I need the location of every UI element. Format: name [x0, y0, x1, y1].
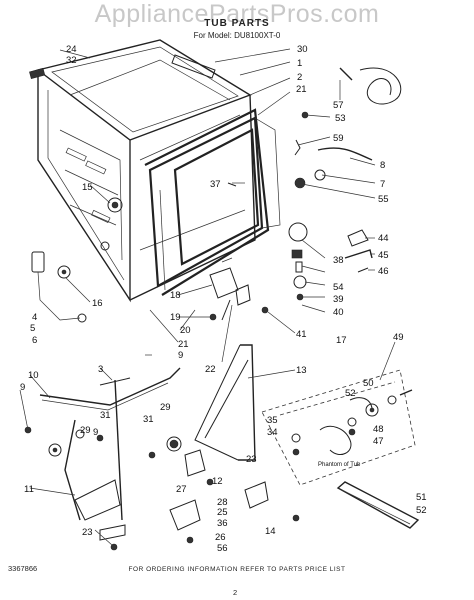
callout-21a: 21 [296, 84, 307, 95]
callout-35: 35 [267, 415, 278, 426]
callout-46: 46 [378, 266, 389, 277]
callout-57: 57 [333, 100, 344, 111]
watermark: AppliancePartsPros.com [94, 0, 380, 28]
small-parts-right [227, 111, 373, 301]
callout-15: 15 [82, 182, 93, 193]
callout-53: 53 [335, 113, 346, 124]
callout-29a: 29 [160, 402, 171, 413]
callout-32: 32 [66, 55, 77, 66]
callout-18: 18 [170, 290, 181, 301]
callout-51: 51 [416, 492, 427, 503]
callout-47: 47 [373, 436, 384, 447]
callout-7: 7 [380, 179, 385, 190]
callout-8: 8 [380, 160, 385, 171]
callout-39: 39 [333, 294, 344, 305]
callout-13: 13 [296, 365, 307, 376]
callout-9a: 9 [178, 350, 183, 361]
hinge-assembly [148, 344, 300, 544]
callout-12: 12 [212, 476, 223, 487]
callout-9b: 9 [20, 382, 25, 393]
callout-55: 55 [378, 194, 389, 205]
callout-49: 49 [393, 332, 404, 343]
callout-24: 24 [66, 44, 77, 55]
callout-16: 16 [92, 298, 103, 309]
callout-10: 10 [28, 370, 39, 381]
callout-21b: 21 [178, 339, 189, 350]
callout-11: 11 [24, 484, 34, 495]
callout-56: 56 [217, 543, 228, 554]
callout-17: 17 [336, 335, 347, 346]
tube-clip [339, 67, 353, 81]
callout-23b: 23 [82, 527, 93, 538]
callout-23a: 23 [246, 454, 257, 465]
callout-37: 37 [210, 179, 221, 190]
callout-52a: 52 [345, 388, 356, 399]
callout-26: 26 [215, 532, 226, 543]
callout-6: 6 [32, 335, 37, 346]
leader-lines [19, 48, 396, 546]
callout-9c: 9 [93, 427, 98, 438]
callout-19: 19 [170, 312, 181, 323]
callout-59: 59 [333, 133, 344, 144]
callout-31b: 31 [100, 410, 111, 421]
phantom-tub-section [261, 369, 416, 486]
ordering-note: FOR ORDERING INFORMATION REFER TO PARTS … [128, 566, 346, 573]
callout-2: 2 [297, 72, 302, 83]
callout-labels: 1 2 3 4 5 6 7 8 9 9 9 10 11 12 13 14 15 … [20, 44, 427, 554]
callout-45: 45 [378, 250, 389, 261]
callout-40: 40 [333, 307, 344, 318]
callout-1: 1 [297, 58, 302, 69]
callout-25: 25 [217, 507, 228, 518]
tub-drawing [29, 39, 256, 303]
callout-54: 54 [333, 282, 344, 293]
callout-34: 34 [267, 427, 278, 438]
callout-29b: 29 [80, 425, 91, 436]
callout-44: 44 [378, 233, 389, 244]
callout-20: 20 [180, 325, 191, 336]
diagram-subtitle: For Model: DU8100XT-0 [193, 31, 281, 40]
callout-30: 30 [297, 44, 308, 55]
callout-31a: 31 [143, 414, 154, 425]
callout-3: 3 [98, 364, 103, 375]
lower-rail [336, 481, 420, 529]
callout-36: 36 [217, 518, 228, 529]
callout-50: 50 [363, 378, 374, 389]
document-number: 3367866 [8, 564, 38, 573]
callout-14: 14 [265, 526, 276, 537]
callout-48: 48 [373, 424, 384, 435]
callout-22: 22 [205, 364, 216, 375]
page-number: 2 [233, 588, 238, 597]
diagram-title: TUB PARTS [204, 18, 270, 29]
small-parts-left [31, 251, 87, 323]
gasket-frame [144, 108, 281, 296]
center-parts [209, 257, 269, 321]
hose [317, 147, 373, 161]
callout-41: 41 [296, 329, 307, 340]
callout-4: 4 [32, 312, 37, 323]
left-linkage [24, 367, 181, 551]
callout-28: 28 [217, 497, 228, 508]
callout-27: 27 [176, 484, 187, 495]
callout-52b: 52 [416, 505, 427, 516]
phantom-label: Phantom of Tub [318, 462, 361, 468]
callout-38: 38 [333, 255, 344, 266]
callout-5: 5 [30, 323, 35, 334]
flex-tube [359, 67, 402, 105]
